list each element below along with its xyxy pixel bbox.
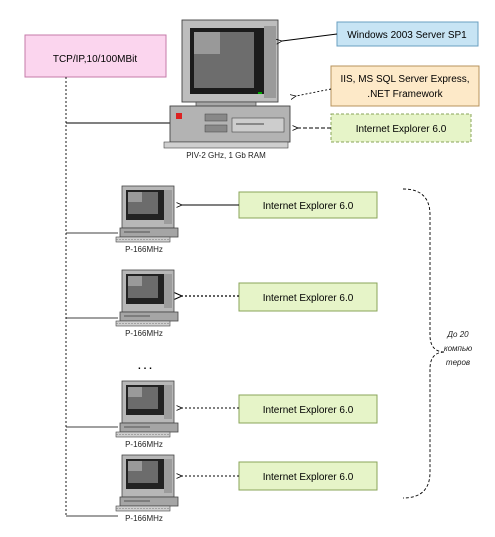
client-computer: P-166MHz [115, 380, 179, 449]
client-computer: P-166MHz [115, 454, 179, 523]
client-spec-label: P-166MHz [125, 440, 163, 449]
stack-label-line1: IIS, MS SQL Server Express, [340, 74, 469, 85]
clients-brace [402, 188, 446, 499]
server-browser-label: Internet Explorer 6.0 [356, 124, 447, 135]
client-browser-box: Internet Explorer 6.0 [238, 394, 378, 424]
client-spec-label: P-166MHz [125, 514, 163, 523]
count-note-line3: теров [446, 358, 470, 367]
os-arrow [282, 33, 338, 41]
client-spec-label: P-166MHz [125, 245, 163, 254]
server-software-browser: Internet Explorer 6.0 [330, 113, 472, 143]
client-browser-label: Internet Explorer 6.0 [263, 405, 354, 416]
client-browser-label: Internet Explorer 6.0 [263, 472, 354, 483]
count-note-line2: компью [444, 344, 472, 353]
client-browser-box: Internet Explorer 6.0 [238, 461, 378, 491]
os-label: Windows 2003 Server SP1 [347, 30, 467, 41]
server-computer: PIV-2 GHz, 1 Gb RAM [163, 19, 291, 160]
stack-arrow [296, 88, 332, 96]
clients-ellipsis: . . . [138, 361, 152, 372]
client-browser-label: Internet Explorer 6.0 [263, 201, 354, 212]
stack-label-line2: .NET Framework [367, 89, 443, 100]
network-label-box: TCP/IP,10/100MBit [24, 34, 167, 78]
client-computer: P-166MHz [115, 185, 179, 254]
client-browser-label: Internet Explorer 6.0 [263, 293, 354, 304]
server-software-os: Windows 2003 Server SP1 [336, 21, 479, 47]
network-label: TCP/IP,10/100MBit [53, 54, 138, 65]
client-browser-box: Internet Explorer 6.0 [238, 282, 378, 312]
server-software-stack: IIS, MS SQL Server Express, .NET Framewo… [330, 65, 480, 107]
client-count-note: До 20 компью теров [444, 330, 472, 367]
client-spec-label: P-166MHz [125, 329, 163, 338]
network-label-bg [24, 34, 167, 78]
client-browser-box: Internet Explorer 6.0 [238, 191, 378, 219]
server-spec-label: PIV-2 GHz, 1 Gb RAM [186, 151, 266, 160]
client-computer: P-166MHz [115, 269, 179, 338]
count-note-line1: До 20 [446, 330, 469, 339]
